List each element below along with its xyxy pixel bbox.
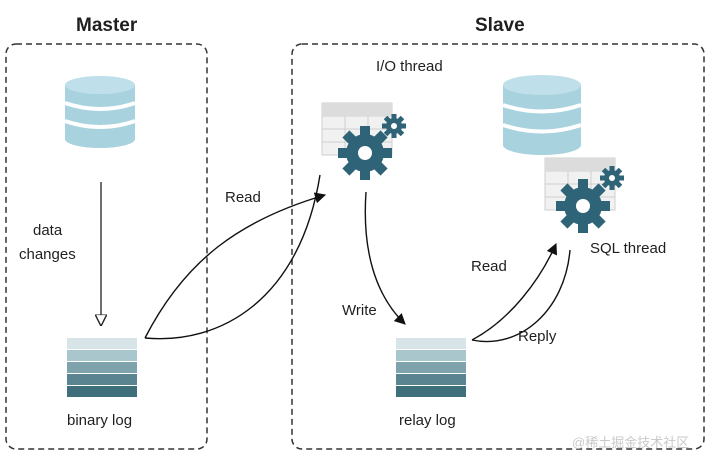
- master-title: Master: [76, 15, 138, 36]
- relay-read-arrow: [471, 242, 558, 341]
- write-relay-arrow: [364, 191, 406, 325]
- slave-database-icon: [502, 75, 582, 155]
- io-thread-gear-icon: [338, 114, 406, 180]
- sql-thread-label: SQL thread: [590, 240, 667, 257]
- read-io-label: Read: [225, 189, 261, 206]
- data-changes-label-line1: data: [33, 222, 63, 239]
- data-changes-label-line2: changes: [19, 246, 76, 263]
- write-label: Write: [342, 302, 377, 319]
- binlog-read-return-curve: [144, 174, 321, 340]
- reply-label: Reply: [518, 328, 557, 345]
- read-sql-label: Read: [471, 258, 507, 275]
- binary-log-icon: [67, 338, 137, 397]
- binary-log-label: binary log: [67, 412, 133, 429]
- io-thread-label: I/O thread: [376, 58, 443, 75]
- master-panel: [5, 43, 208, 450]
- slave-title: Slave: [475, 15, 525, 36]
- relay-log-label: relay log: [399, 412, 456, 429]
- slave-panel: [291, 43, 705, 450]
- relay-reply-curve: [471, 249, 571, 343]
- binlog-read-loop-arrow: [144, 192, 327, 339]
- relay-log-icon: [396, 338, 466, 397]
- master-database-icon: [64, 76, 136, 148]
- sql-thread-gear-icon: [556, 166, 624, 233]
- watermark: @稀土掘金技术社区: [572, 435, 690, 450]
